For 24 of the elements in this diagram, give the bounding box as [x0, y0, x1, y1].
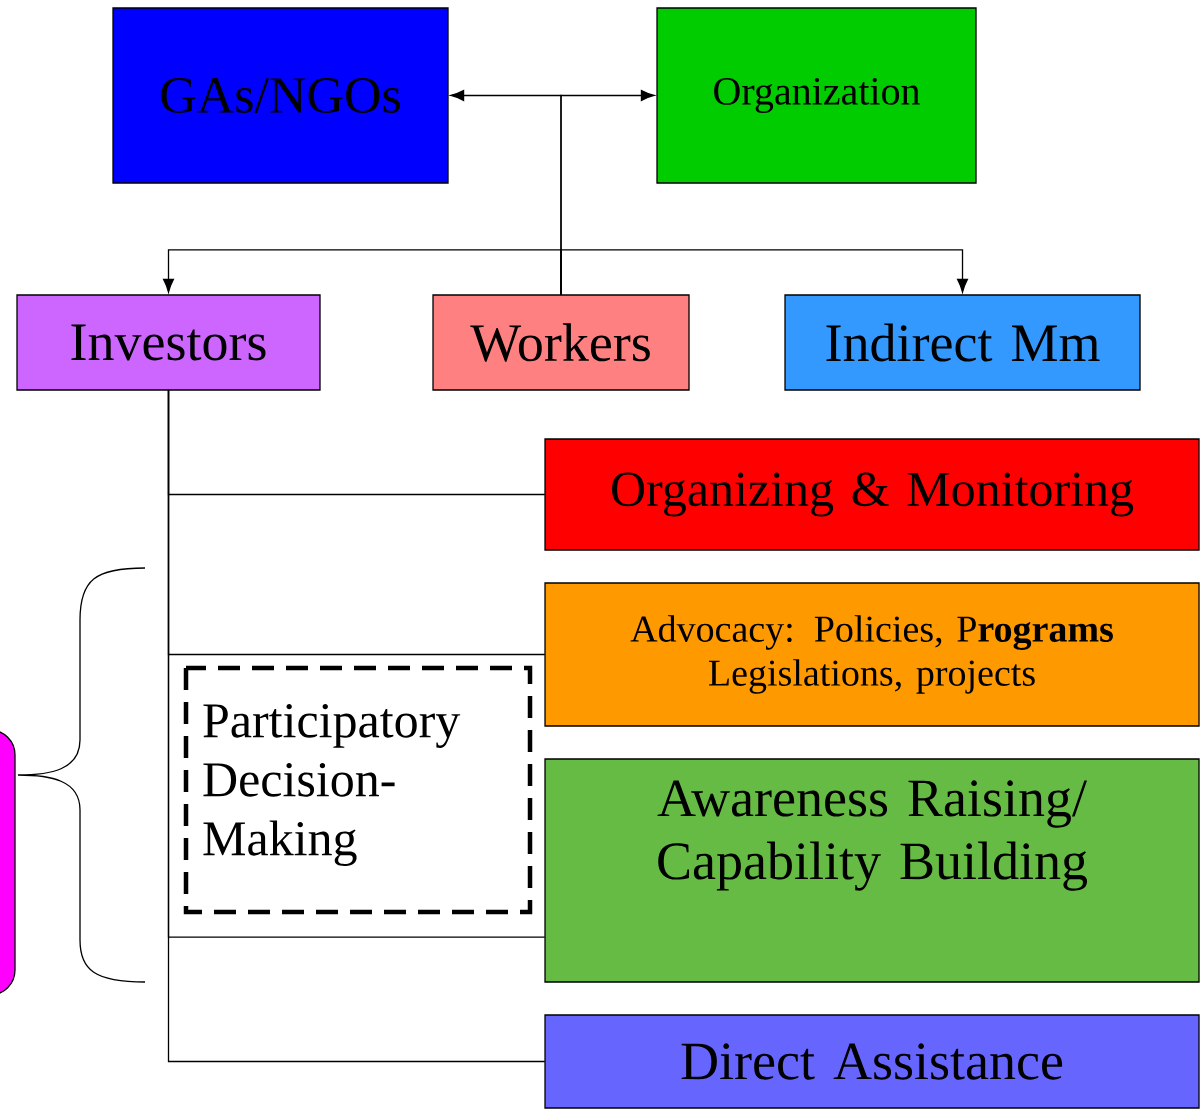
box-text: Indirect Mm — [826, 323, 1100, 362]
process-box — [544, 438, 1200, 551]
process-box — [784, 294, 1141, 391]
rounded-box — [0, 729, 16, 996]
box-text: Organizing & Monitoring — [612, 472, 1134, 517]
process-box — [544, 758, 1200, 983]
connector-line — [167, 389, 546, 1063]
box-text: Awareness Raising/ Capability Building — [657, 780, 1088, 891]
box-text: Participatory Decision-Making — [203, 704, 461, 866]
box-text: Organization — [714, 77, 920, 114]
box-text: Workers — [470, 323, 650, 362]
process-box — [544, 582, 1200, 727]
process-box — [656, 7, 977, 184]
arrow — [163, 249, 562, 296]
box-text: Direct Assistance — [681, 1043, 1063, 1080]
dashed-box — [183, 665, 533, 915]
process-box — [432, 294, 690, 391]
arrow — [560, 249, 969, 296]
box-text: GAs/NGOs — [161, 78, 400, 113]
box-text: Advocacy: Policies, Programs Legislations, projects — [630, 615, 1113, 694]
box-text: Investors — [71, 324, 266, 361]
process-box — [112, 7, 449, 184]
process-box — [544, 1014, 1200, 1109]
process-box — [16, 294, 321, 391]
